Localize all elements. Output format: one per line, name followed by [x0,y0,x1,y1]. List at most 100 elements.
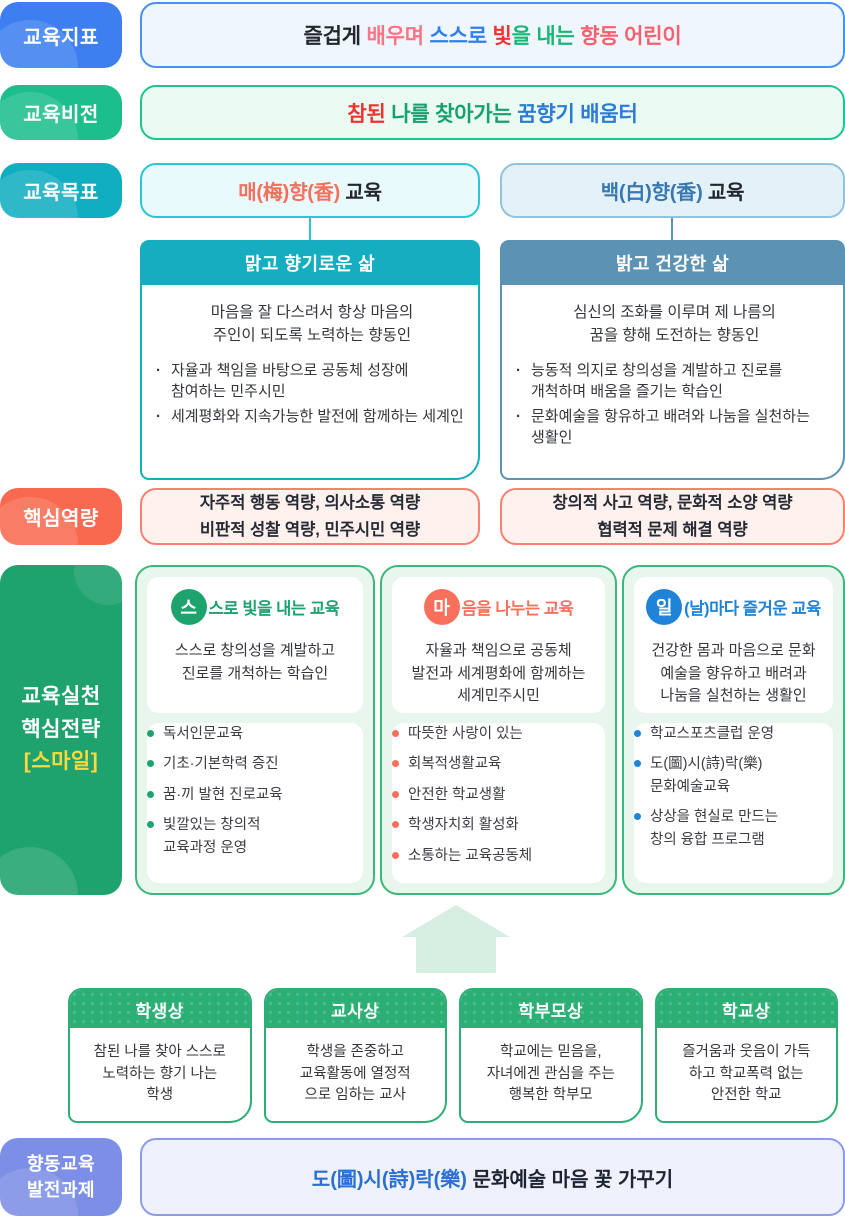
card-initial-circle: 마 [423,589,460,625]
bullet-dot [634,813,641,821]
strategy-card-title: 스로 빛을 내는 교육 [208,600,340,618]
strategy-card-title: 음을 나누는 교육 [461,600,574,618]
competency-text-line: 비판적 성찰 역량, 민주시민 역량 [199,520,421,539]
profile-parent: 학부모상 학교에는 믿음을, 자녀에겐 관심을 주는 행복한 학부모 [459,988,643,1123]
goal-right-box: 백(白)향(香) 교육 [500,163,845,218]
up-arrow-icon [402,905,510,973]
task-badge-line: 향동교육 [26,1153,96,1174]
profile-header: 학교상 [656,990,836,1028]
list-item: 빛깔있는 창의적 교육과정 운영 [147,814,363,859]
bullet-text: 도(圖)시(詩)락(樂) 문화예술교육 [650,756,763,795]
goal-columns: 맑고 향기로운 삶 마음을 잘 다스려서 항상 마음의 주인이 되도록 노력하는… [140,240,845,480]
list-item: 상상을 현실로 만드는 창의 융합 프로그램 [634,806,833,851]
strategy-card-title-row: 일 (날)마다 즐거운 교육 [638,589,829,625]
edu-vision-badge: 교육비전 [0,85,122,140]
bullet-dot [392,730,399,737]
strategy-card-su: 스 스로 빛을 내는 교육 스스로 창의성을 계발하고 진로를 개척하는 학습인… [135,565,375,895]
profile-body: 즐거움과 웃음이 가득 하고 학교폭력 없는 안전한 학교 [682,1043,811,1104]
edu-indicator-box: 즐겁게 배우며 스스로 빛을 내는 향동 어린이 [140,2,845,68]
task-badge-line: 발전과제 [26,1180,96,1200]
profile-header: 교사상 [265,990,445,1028]
competency-text-line: 협력적 문제 해결 역량 [597,520,748,539]
bullet-dot [147,790,154,798]
profile-body: 학교에는 믿음을, 자녀에겐 관심을 주는 행복한 학부모 [486,1043,615,1104]
strategy-card-desc: 자율과 책임으로 공동체 발전과 세계평화에 함께하는 세계민주시민 [411,642,586,704]
list-item: 따뜻한 사랑이 있는 [392,723,605,745]
bullet-text: 소통하는 교육공동체 [408,847,533,864]
card-initial-circle: 일 [646,589,683,625]
bullet-dot [392,790,399,798]
strategy-card-title-row: 스 스로 빛을 내는 교육 [151,589,359,625]
goal-column-right-lead: 심신의 조화를 이루며 제 나름의 꿈을 향해 도전하는 향동인 [573,304,776,345]
strategy-card-title-row: 마 음을 나누는 교육 [396,589,601,625]
development-task-box: 도(圖)시(詩)락(樂) 문화예술 마음 꽃 가꾸기 [140,1138,845,1216]
middle-dot-marker [516,360,524,403]
text-segment: 배우며 [366,25,430,48]
practice-strategy-section: 교육실천 핵심전략 [스마일] 스 스로 빛을 내는 교육 스스로 창의성을 계… [0,565,845,895]
list-item: 독서인문교육 [147,723,363,745]
goal-column-left-bullets: 자율과 책임을 바탕으로 공동체 성장에 참여하는 민주시민 세계평화와 지속가… [156,360,468,428]
middle-dot-marker [156,360,164,403]
strategy-card-bullets: 학교스포츠클럽 운영 도(圖)시(詩)락(樂) 문화예술교육 상상을 현실로 만… [634,723,833,883]
text-segment: 참된 [347,102,392,126]
left-connector-line [309,218,311,240]
profile-body: 학생을 존중하고 교육활동에 열정적 으로 임하는 교사 [299,1043,411,1104]
strategy-card-title: (날)마다 즐거운 교육 [684,600,821,618]
list-item: 문화예술을 항유하고 배려와 나눔을 실천하는 생활인 [516,406,833,449]
strategy-card-desc: 건강한 몸과 마음으로 문화 예술을 향유하고 배려과 나눔을 실천하는 생활인 [651,642,816,704]
goal-column-right-header: 밝고 건강한 삶 [500,240,845,285]
strategy-card-top: 스 스로 빛을 내는 교육 스스로 창의성을 계발하고 진로를 개척하는 학습인 [147,577,363,713]
bullet-text: 안전한 학교생활 [408,786,506,803]
goal-column-left-body: 마음을 잘 다스려서 항상 마음의 주인이 되도록 노력하는 향동인 자율과 책… [140,285,480,480]
bullet-text: 따뜻한 사랑이 있는 [408,726,523,742]
bullet-text: 독서인문교육 [163,726,244,742]
bullet-text: 학생자치회 활성화 [408,817,519,834]
edu-goal-badge-label: 교육목표 [23,182,99,204]
text-segment: 을 내는 [511,25,581,48]
bullet-dot [147,730,154,737]
list-item: 능동적 의지로 창의성을 계발하고 진로를 개척하며 배움을 즐기는 학습인 [516,360,833,403]
list-item: 회복적생활교육 [392,753,605,775]
strategy-card-il: 일 (날)마다 즐거운 교육 건강한 몸과 마음으로 문화 예술을 향유하고 배… [622,565,845,895]
core-competency-row: 핵심역량 자주적 행동 역량, 의사소통 역량 비판적 성찰 역량, 민주시민 … [0,488,845,545]
list-item: 꿈·끼 발현 진로교육 [147,784,363,806]
bullet-text: 빛깔있는 창의적 교육과정 운영 [163,817,261,856]
goal-column-left-lead: 마음을 잘 다스려서 항상 마음의 주인이 되도록 노력하는 향동인 [210,304,414,345]
bullet-dot [392,760,399,768]
development-task-text: 도(圖)시(詩)락(樂) 문화예술 마음 꽃 가꾸기 [312,1163,673,1192]
strategy-badge-line: [스마일] [23,750,99,774]
goal-column-left-header: 맑고 향기로운 삶 [140,240,480,285]
text-segment: 나를 찾아가는 [391,102,518,126]
text-segment: 도(圖)시(詩)락(樂) [311,1168,467,1191]
connector-lines [140,218,845,240]
middle-dot-marker [156,406,164,427]
strategy-card-top: 마 음을 나누는 교육 자율과 책임으로 공동체 발전과 세계평화에 함께하는 … [392,577,605,713]
bullet-text: 회복적생활교육 [408,756,502,773]
bullet-text: 학교스포츠클럽 운영 [650,726,775,742]
goal-left-title: 매(梅)향(香) 교육 [238,176,382,205]
edu-indicator-badge-label: 교육지표 [23,26,99,49]
right-connector-line [671,218,673,240]
list-item: 소통하는 교육공동체 [392,845,605,867]
goal-right-title: 백(白)향(香) 교육 [601,176,745,205]
bullet-text: 자율과 책임을 바탕으로 공동체 성장에 참여하는 민주시민 [171,361,409,400]
practice-strategy-badge: 교육실천 핵심전략 [스마일] [0,565,122,895]
edu-indicator-text: 즐겁게 배우며 스스로 빛을 내는 향동 어린이 [304,20,682,50]
goal-column-right: 밝고 건강한 삶 심신의 조화를 이루며 제 나름의 꿈을 향해 도전하는 향동… [500,240,845,480]
bullet-text: 문화예술을 항유하고 배려와 나눔을 실천하는 생활인 [531,408,810,447]
competency-left-box: 자주적 행동 역량, 의사소통 역량 비판적 성찰 역량, 민주시민 역량 [140,488,480,545]
text-segment: 향동 어린이 [580,25,682,48]
profile-student: 학생상 참된 나를 찾아 스스로 노력하는 향기 나는 학생 [68,988,252,1123]
profile-teacher: 교사상 학생을 존중하고 교육활동에 열정적 으로 임하는 교사 [263,988,447,1123]
list-item: 도(圖)시(詩)락(樂) 문화예술교육 [634,753,833,798]
bullet-text: 세계평화와 지속가능한 발전에 함께하는 세계인 [171,408,464,426]
profile-header: 학생상 [70,990,250,1028]
core-competency-badge: 핵심역량 [0,488,122,545]
strategy-card-top: 일 (날)마다 즐거운 교육 건강한 몸과 마음으로 문화 예술을 향유하고 배… [634,577,833,713]
profile-header: 학부모상 [461,990,641,1028]
strategy-card-desc: 스스로 창의성을 계발하고 진로를 개척하는 학습인 [174,642,336,682]
text-segment: 꿈향기 배움터 [517,102,638,126]
edu-vision-text: 참된 나를 찾아가는 꿈향기 배움터 [347,98,637,128]
strategy-badge-line: 핵심전략 [21,717,101,741]
